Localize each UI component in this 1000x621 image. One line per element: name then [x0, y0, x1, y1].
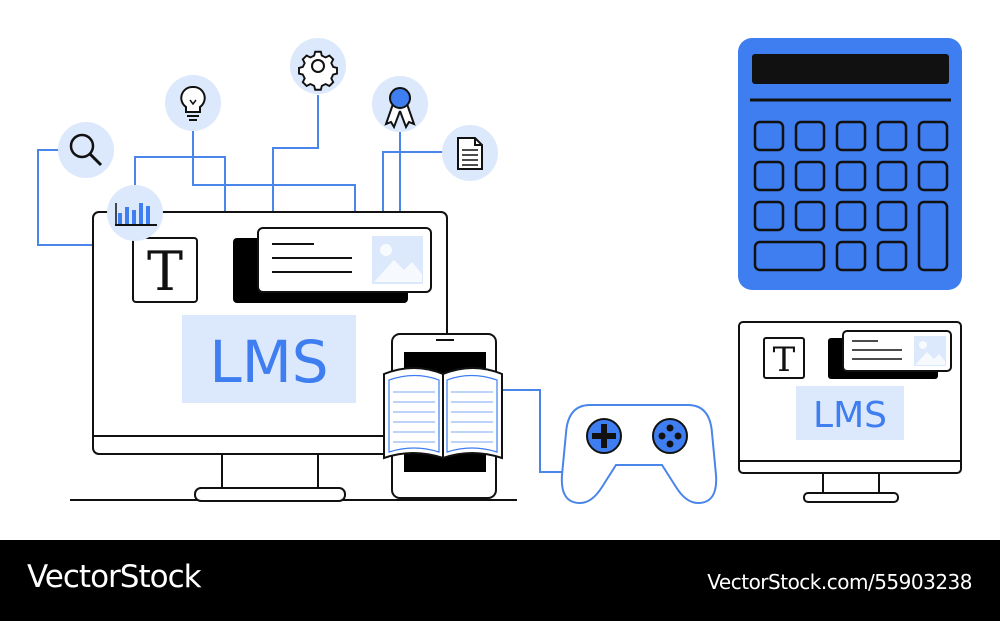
type-tool-icon: T: [132, 237, 198, 303]
content-card: [257, 227, 432, 293]
small-type-tool-icon: T: [763, 337, 805, 380]
connector-lines: [37, 95, 575, 473]
small-type-tool-letter: T: [773, 340, 796, 380]
small-monitor: T LMS: [738, 321, 962, 503]
lightbulb-icon: [165, 75, 221, 131]
award-ribbon-icon: [372, 76, 428, 132]
small-lms-label: LMS: [813, 395, 887, 436]
vectorstock-logo[interactable]: VectorStock: [27, 559, 202, 595]
lms-badge: LMS: [182, 315, 356, 403]
image-icon: [372, 236, 423, 284]
watermark-footer: VectorStock VectorStock.com/55903238: [0, 540, 1000, 621]
bar-chart-icon: [107, 185, 163, 241]
document-icon: [442, 125, 498, 181]
lms-illustration: T LMS: [37, 38, 962, 505]
gear-icon: [290, 38, 346, 94]
gamepad-icon: [560, 404, 718, 505]
image-id-label: VectorStock.com/55903238: [707, 570, 972, 594]
small-image-icon: [914, 336, 946, 366]
search-icon: [58, 122, 114, 178]
lms-label: LMS: [209, 328, 328, 396]
small-content-card: [842, 330, 952, 372]
main-monitor: T LMS: [92, 211, 448, 502]
book-icon: [383, 367, 503, 460]
calculator-icon: [738, 38, 962, 290]
small-lms-badge: LMS: [796, 386, 904, 440]
type-tool-letter: T: [147, 240, 183, 303]
